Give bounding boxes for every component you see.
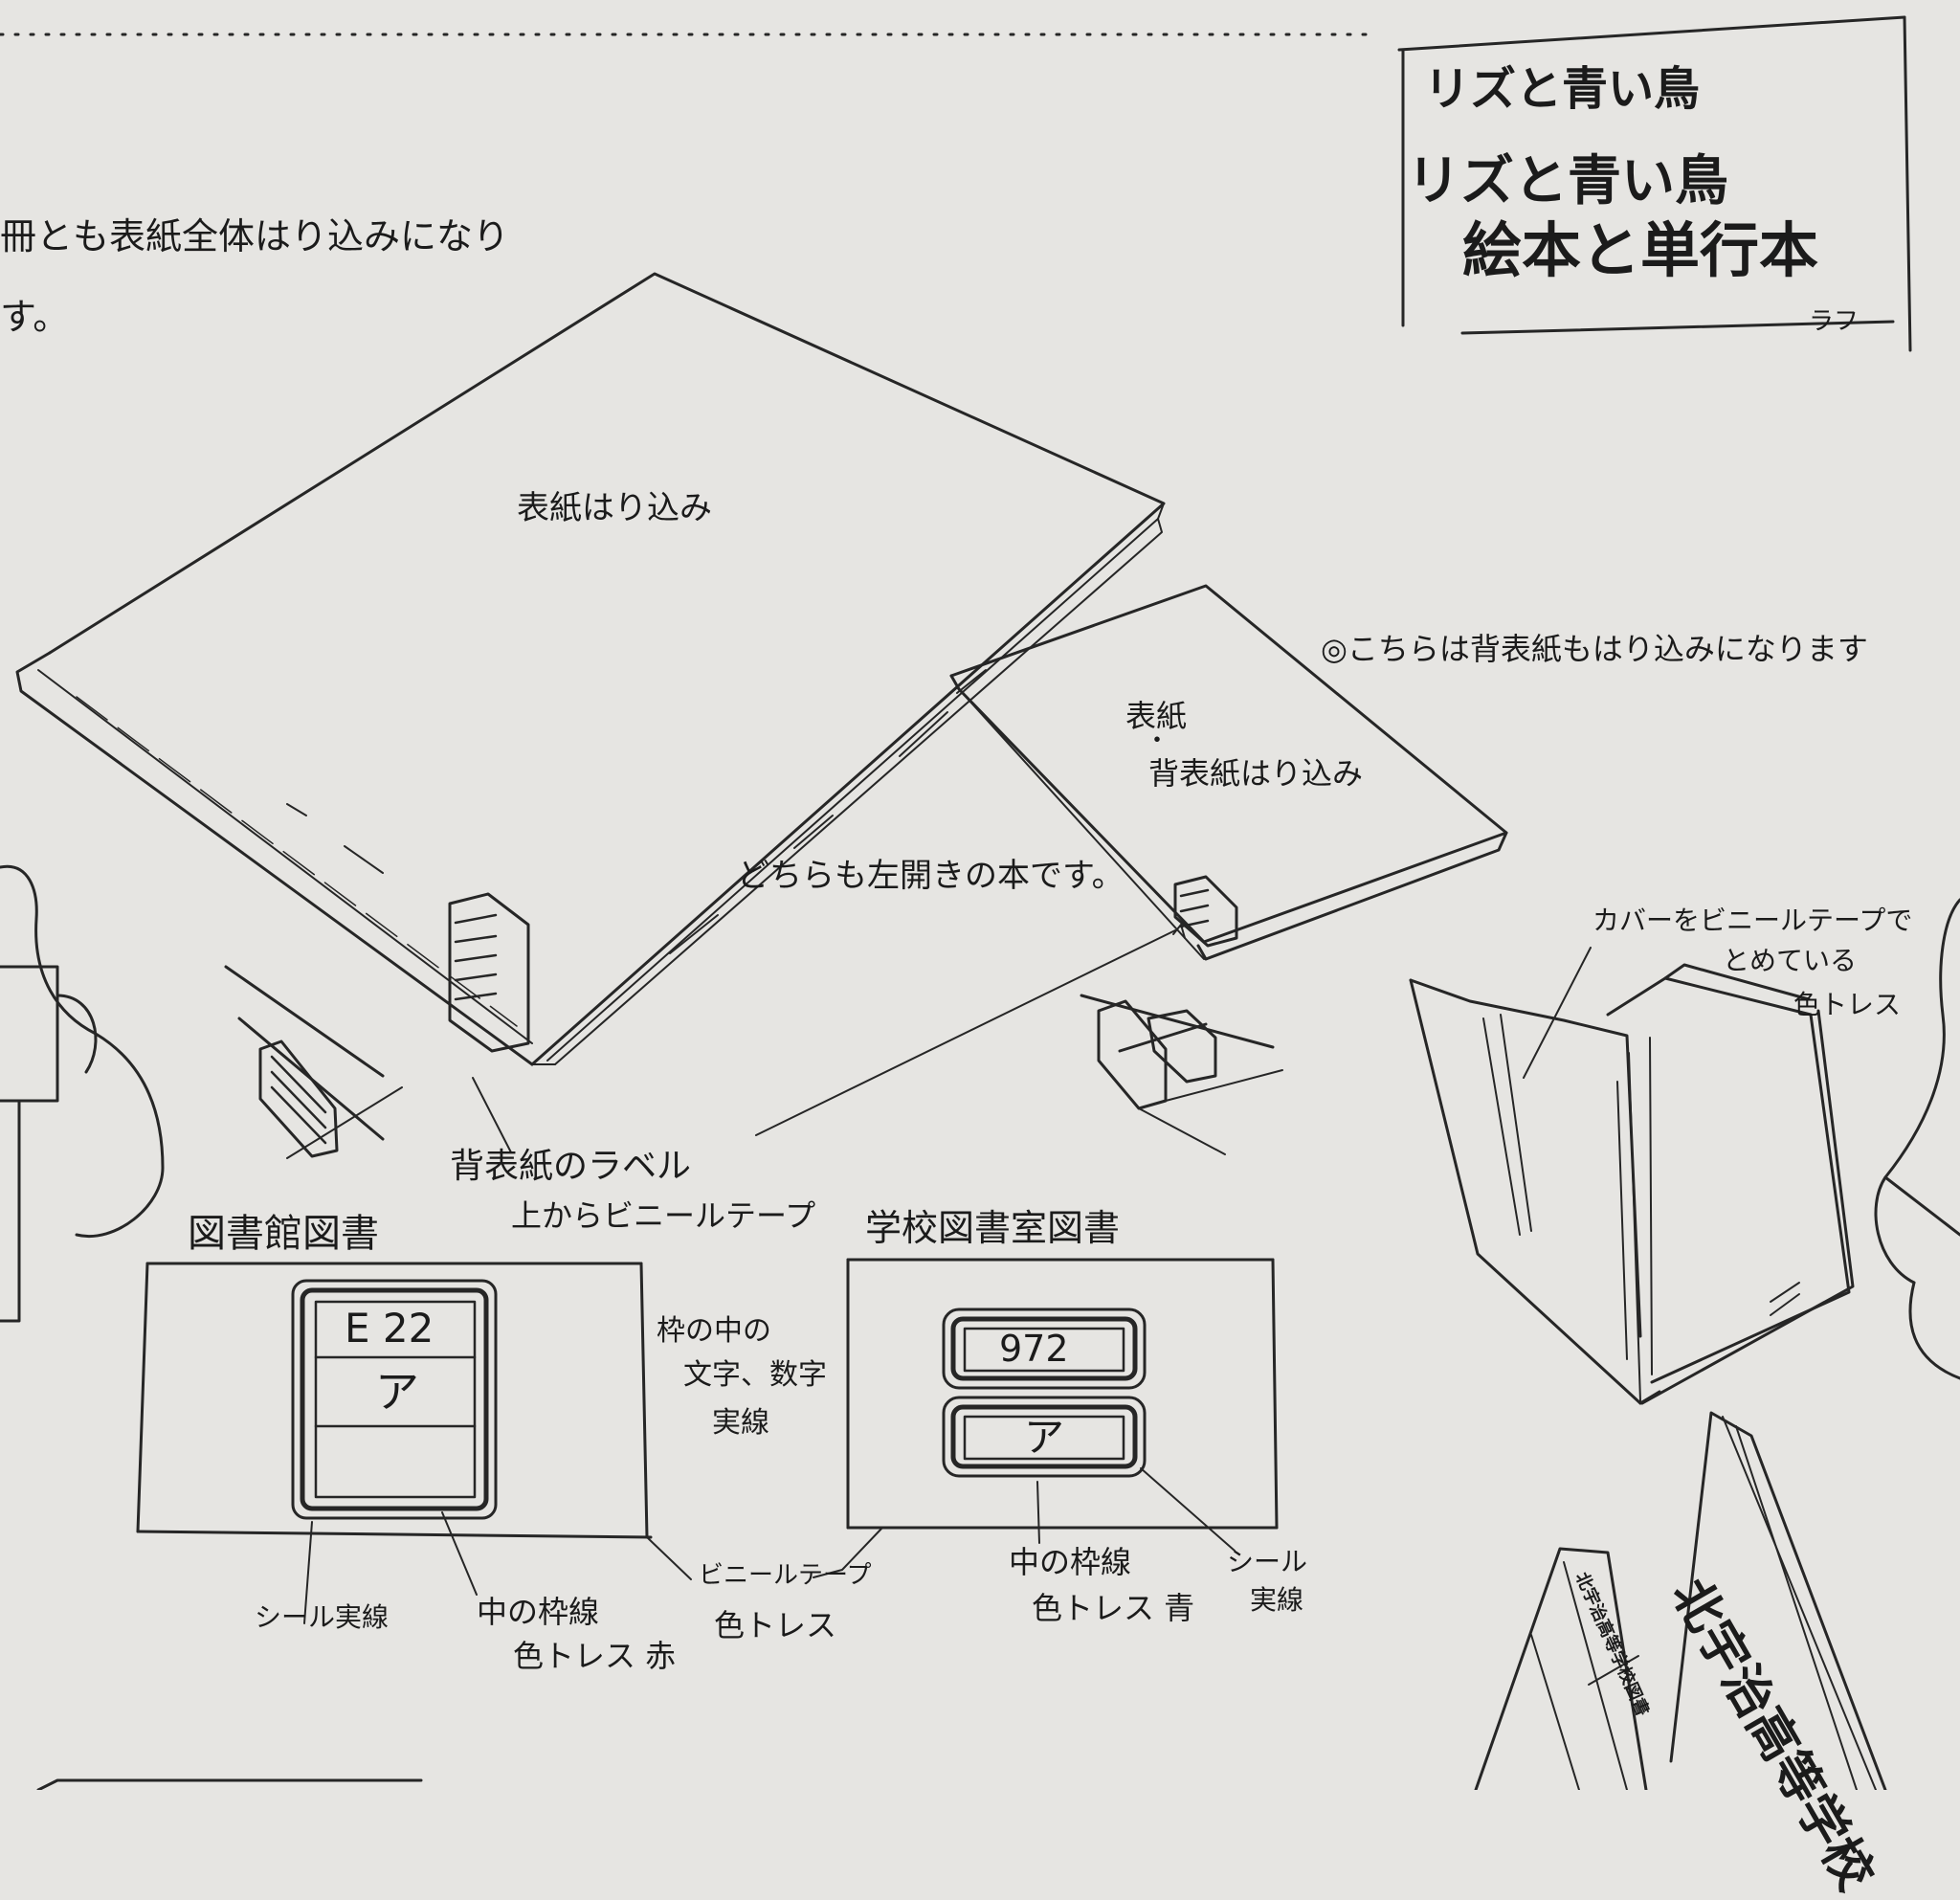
school-seal-note-2: 実線 [1250, 1584, 1304, 1616]
public-seal-note: シール実線 [255, 1601, 390, 1633]
small-book-spine-label [1173, 875, 1238, 948]
cover-tape-note-3: 色トレス [1793, 989, 1902, 1020]
public-frame-note-2: 色トレス 赤 [513, 1638, 677, 1674]
vinyl-note-2: 色トレス [714, 1607, 837, 1643]
large-label-callout [472, 1077, 512, 1153]
middle-note-2: 文字、数字 [683, 1358, 827, 1392]
intro-line-1: 冊とも表紙全体はり込みになり [0, 215, 510, 257]
title-box-frame [1397, 15, 1912, 352]
bottom-panel-edge [36, 1778, 423, 1790]
title-line-1: リズと青い鳥 [1424, 62, 1701, 116]
small-book [949, 584, 1508, 961]
cover-tape-note-1: カバーをビニールテープで [1592, 905, 1913, 936]
sketch-drawing [0, 15, 1960, 1790]
spine-label-note-2: 上からビニールテープ [511, 1197, 816, 1234]
bottom-spines [1474, 1411, 1887, 1790]
school-label-seal-top [942, 1308, 1147, 1390]
open-direction-arrow [1172, 924, 1186, 939]
school-label-bottom: ア [1024, 1414, 1065, 1461]
school-frame-note-2: 色トレス 青 [1032, 1590, 1195, 1626]
title-box-footer: ラフ [1809, 307, 1860, 336]
middle-note-1: 枠の中の [657, 1314, 771, 1348]
large-book [15, 272, 1166, 1066]
left-opening-note: どちらも左開きの本です。 [737, 857, 1125, 895]
school-library-heading: 学校図書室図書 [865, 1207, 1121, 1249]
right-figure [1874, 898, 1960, 1380]
left-spine-closeup [224, 965, 403, 1159]
spine-label-note-1: 背表紙のラベル [450, 1147, 692, 1186]
cover-tape-note-2: とめている [1723, 945, 1858, 976]
vinyl-note-1: ビニールテープ [699, 1561, 872, 1590]
public-label-mid: ア [375, 1366, 419, 1418]
public-library-panel [136, 1262, 692, 1624]
public-label-frame [300, 1287, 489, 1511]
intro-line-2: す。 [0, 296, 70, 338]
school-library-panel [813, 1258, 1279, 1578]
small-book-cover-note-2: ・ [1145, 726, 1170, 755]
sketch-sheet: 冊とも表紙全体はり込みになり す。 リズと青い鳥 リズと青い鳥 絵本と単行本 ラ… [0, 15, 1960, 1900]
public-frame-note-1: 中の枠線 [477, 1594, 600, 1630]
large-book-spine-label [448, 892, 530, 1053]
school-label-top: 972 [999, 1328, 1069, 1370]
public-library-heading: 図書館図書 [188, 1212, 379, 1256]
school-frame-note-1: 中の枠線 [1009, 1544, 1132, 1580]
title-line-3: 絵本と単行本 [1462, 215, 1819, 285]
left-figure [0, 864, 165, 1323]
public-label-seal [291, 1279, 498, 1520]
school-seal-note-1: シール [1227, 1546, 1308, 1577]
large-book-cover-note: 表紙はり込み [517, 489, 712, 527]
small-book-cover-note-3: 背表紙はり込み [1148, 755, 1364, 792]
title-line-2: リズと青い鳥 [1407, 150, 1728, 212]
small-label-callout [755, 929, 1176, 1136]
small-book-cover-note-1: 表紙 [1125, 698, 1188, 734]
open-book [1409, 947, 1855, 1405]
public-label-top: E 22 [345, 1305, 434, 1352]
small-book-side-note: ◎こちらは背表紙もはり込みになります [1321, 631, 1868, 667]
school-label-seal-bottom [942, 1396, 1147, 1478]
middle-note-3: 実線 [712, 1406, 769, 1440]
right-spine-closeup [1080, 994, 1283, 1155]
